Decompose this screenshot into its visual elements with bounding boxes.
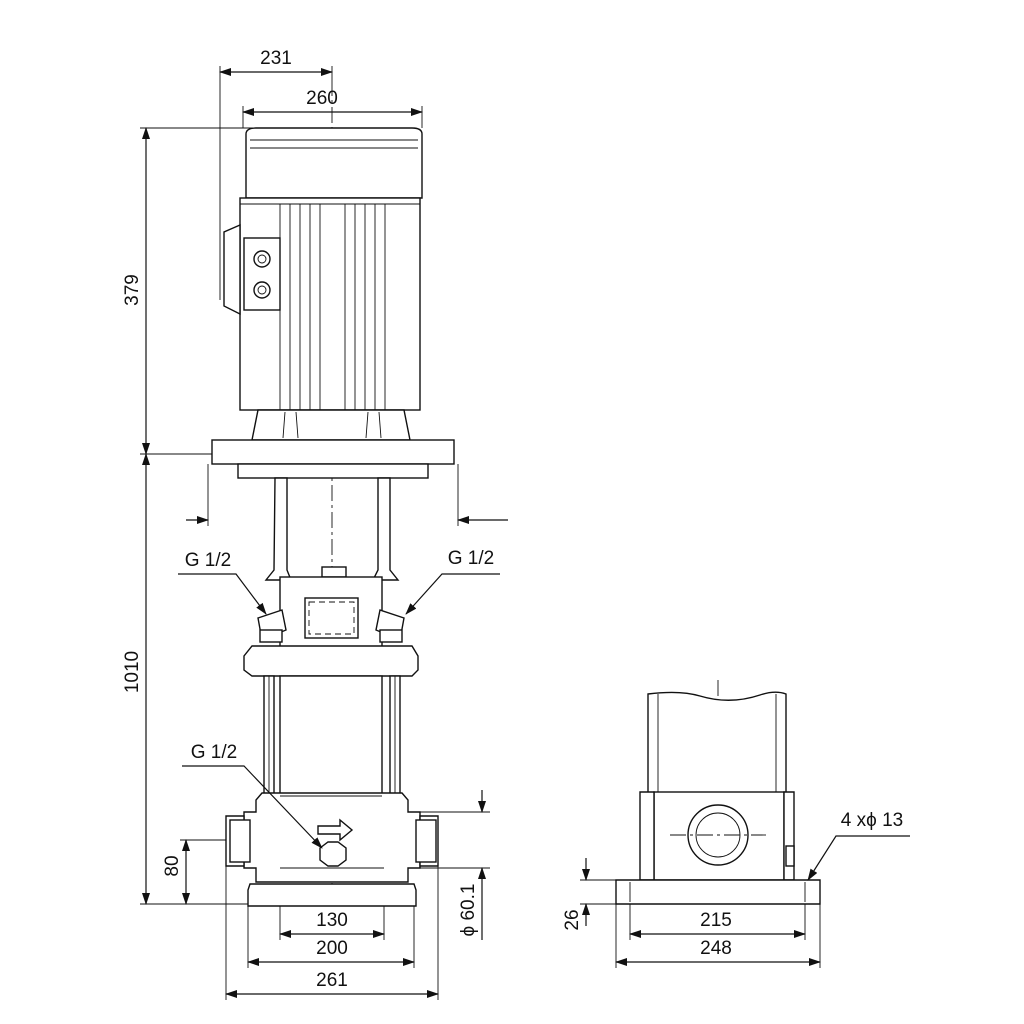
coupling-guard-right: [371, 477, 400, 581]
dim-260: 260: [306, 88, 338, 109]
cable-gland-top-icon: [253, 250, 271, 268]
dim-80: 80: [162, 855, 183, 876]
dim-26: 26: [562, 909, 583, 930]
pump-base: [243, 792, 421, 883]
dim-248: 248: [700, 938, 732, 959]
label-holes: 4 xϕ 13: [841, 810, 903, 831]
pump-sleeve: [279, 675, 383, 797]
dim-130: 130: [316, 910, 348, 931]
label-g-left: G 1/2: [185, 550, 231, 571]
front-view: [211, 80, 455, 907]
side-base-plate: [615, 879, 821, 905]
dim-1010: 1010: [122, 651, 143, 693]
flow-direction-icon: [317, 818, 354, 842]
dim-261: 261: [316, 970, 348, 991]
leader-holes: [807, 835, 910, 881]
leader-g-bottom: [182, 765, 323, 849]
dim-60-1: ϕ 60.1: [458, 884, 479, 937]
base-plate: [247, 883, 417, 907]
dim-379: 379: [122, 274, 143, 306]
chamber-top-flange: [243, 645, 419, 677]
terminal-box: [223, 223, 241, 316]
dim-231: 231: [260, 48, 292, 69]
drain-plug-icon: [319, 841, 347, 867]
label-g-right: G 1/2: [448, 548, 494, 569]
dim-215: 215: [700, 910, 732, 931]
dim-200: 200: [316, 938, 348, 959]
motor-fan-cover: [245, 127, 423, 199]
leader-g-right: [405, 573, 500, 615]
leader-g-left: [178, 573, 267, 615]
motor-cooling-fins: [240, 203, 420, 410]
motor-flange: [251, 409, 411, 441]
cable-gland-bottom-icon: [253, 281, 271, 299]
side-view: [615, 680, 821, 905]
nameplate: [304, 597, 359, 639]
dimension-labels: 231 260 379 1010 80 130 200 261 ϕ 60.1 2…: [122, 48, 903, 991]
motor-stool-plate: [211, 439, 455, 465]
label-g-bottom: G 1/2: [191, 742, 237, 763]
coupling-guard-left: [264, 477, 293, 581]
dimension-lines: [140, 66, 910, 1000]
